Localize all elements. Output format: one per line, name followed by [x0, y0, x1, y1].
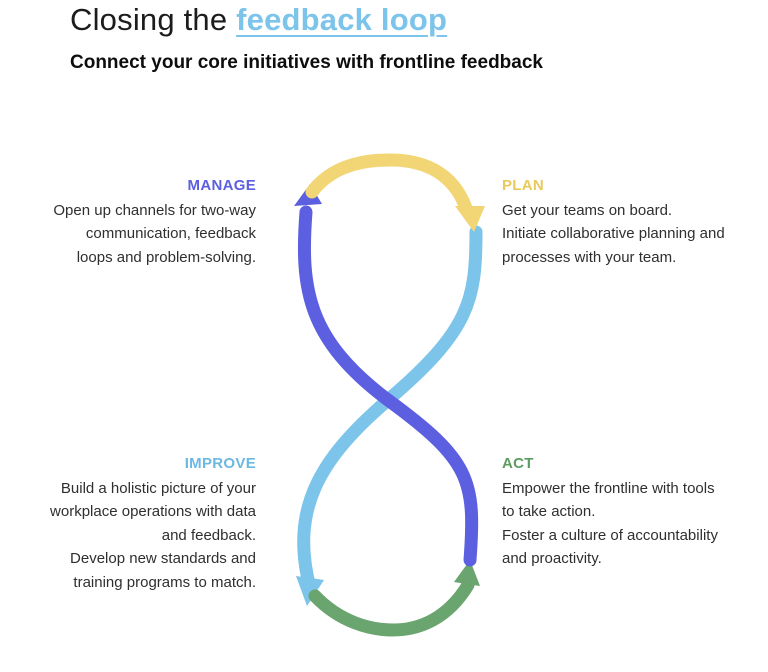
page-title: Closing the feedback loop — [70, 2, 447, 38]
improve-stage: IMPROVE Build a holistic picture of your… — [20, 452, 256, 594]
improve-loop-segment — [297, 225, 483, 595]
title-accent: feedback loop — [236, 2, 448, 37]
plan-arrow-icon — [455, 206, 485, 232]
plan-text-line: processes with your team. — [502, 248, 677, 266]
act-stage: ACT Empower the frontline with tools to … — [502, 452, 752, 571]
page-subtitle: Connect your core initiatives with front… — [70, 52, 543, 73]
manage-text-line: communication, feedback — [85, 225, 256, 242]
act-loop-segment — [308, 578, 475, 637]
manage-stage: MANAGE Open up channels for two-way comm… — [20, 174, 256, 269]
act-heading: ACT — [502, 455, 534, 472]
manage-loop-segment — [297, 205, 479, 567]
improve-arrow-icon — [296, 576, 324, 606]
plan-text-line: Initiate collaborative planning and — [502, 225, 725, 242]
act-arrow-icon — [454, 560, 480, 586]
manage-text-line: loops and problem-solving. — [76, 248, 256, 266]
improve-text-line: workplace operations with data — [50, 503, 256, 520]
plan-loop-segment — [305, 153, 473, 215]
plan-text-line: Get your teams on board. — [502, 201, 673, 219]
act-text-line: Empower the frontline with tools — [502, 479, 715, 497]
improve-text-line: and feedback. — [161, 526, 256, 544]
improve-heading: IMPROVE — [184, 455, 256, 472]
improve-text-line: Develop new standards and — [70, 550, 256, 567]
improve-text-line: Build a holistic picture of your — [60, 479, 256, 497]
plan-stage: PLAN Get your teams on board. Initiate c… — [502, 174, 752, 269]
manage-text-line: Open up channels for two-way — [53, 201, 256, 219]
act-text-line: and proactivity. — [502, 550, 602, 567]
improve-text-line: training programs to match. — [73, 573, 256, 591]
manage-heading: MANAGE — [187, 177, 256, 194]
plan-heading: PLAN — [502, 177, 545, 194]
act-text-line: Foster a culture of accountability — [502, 526, 718, 544]
act-text-line: to take action. — [502, 503, 596, 520]
title-prefix: Closing the — [70, 2, 237, 37]
